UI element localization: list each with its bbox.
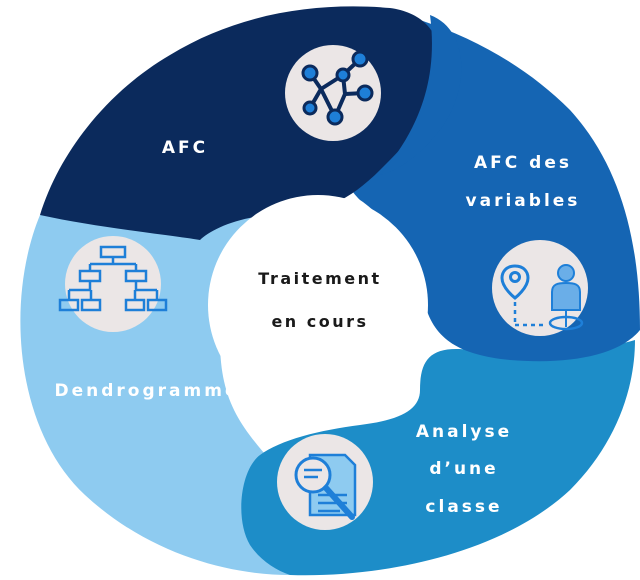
label-afc-variables-line2: variables <box>466 191 581 211</box>
network-graph-icon <box>285 45 381 141</box>
label-analyse-line2: d’une <box>429 459 498 479</box>
label-analyse-line3: classe <box>425 497 502 517</box>
center-circle <box>208 195 428 415</box>
location-person-icon <box>492 240 588 336</box>
label-afc-variables-line1: AFC des <box>474 153 572 173</box>
label-afc: AFC <box>162 138 208 158</box>
swirl-afc-variables-tail <box>380 15 462 175</box>
label-analyse-line1: Analyse <box>416 422 512 442</box>
label-dendrogramme: Dendrogramme <box>55 381 240 401</box>
document-search-icon <box>277 434 373 530</box>
hierarchy-tree-icon <box>58 236 168 332</box>
center-label-line1: Traitement <box>258 269 381 288</box>
center-label-line2: en cours <box>271 312 368 331</box>
